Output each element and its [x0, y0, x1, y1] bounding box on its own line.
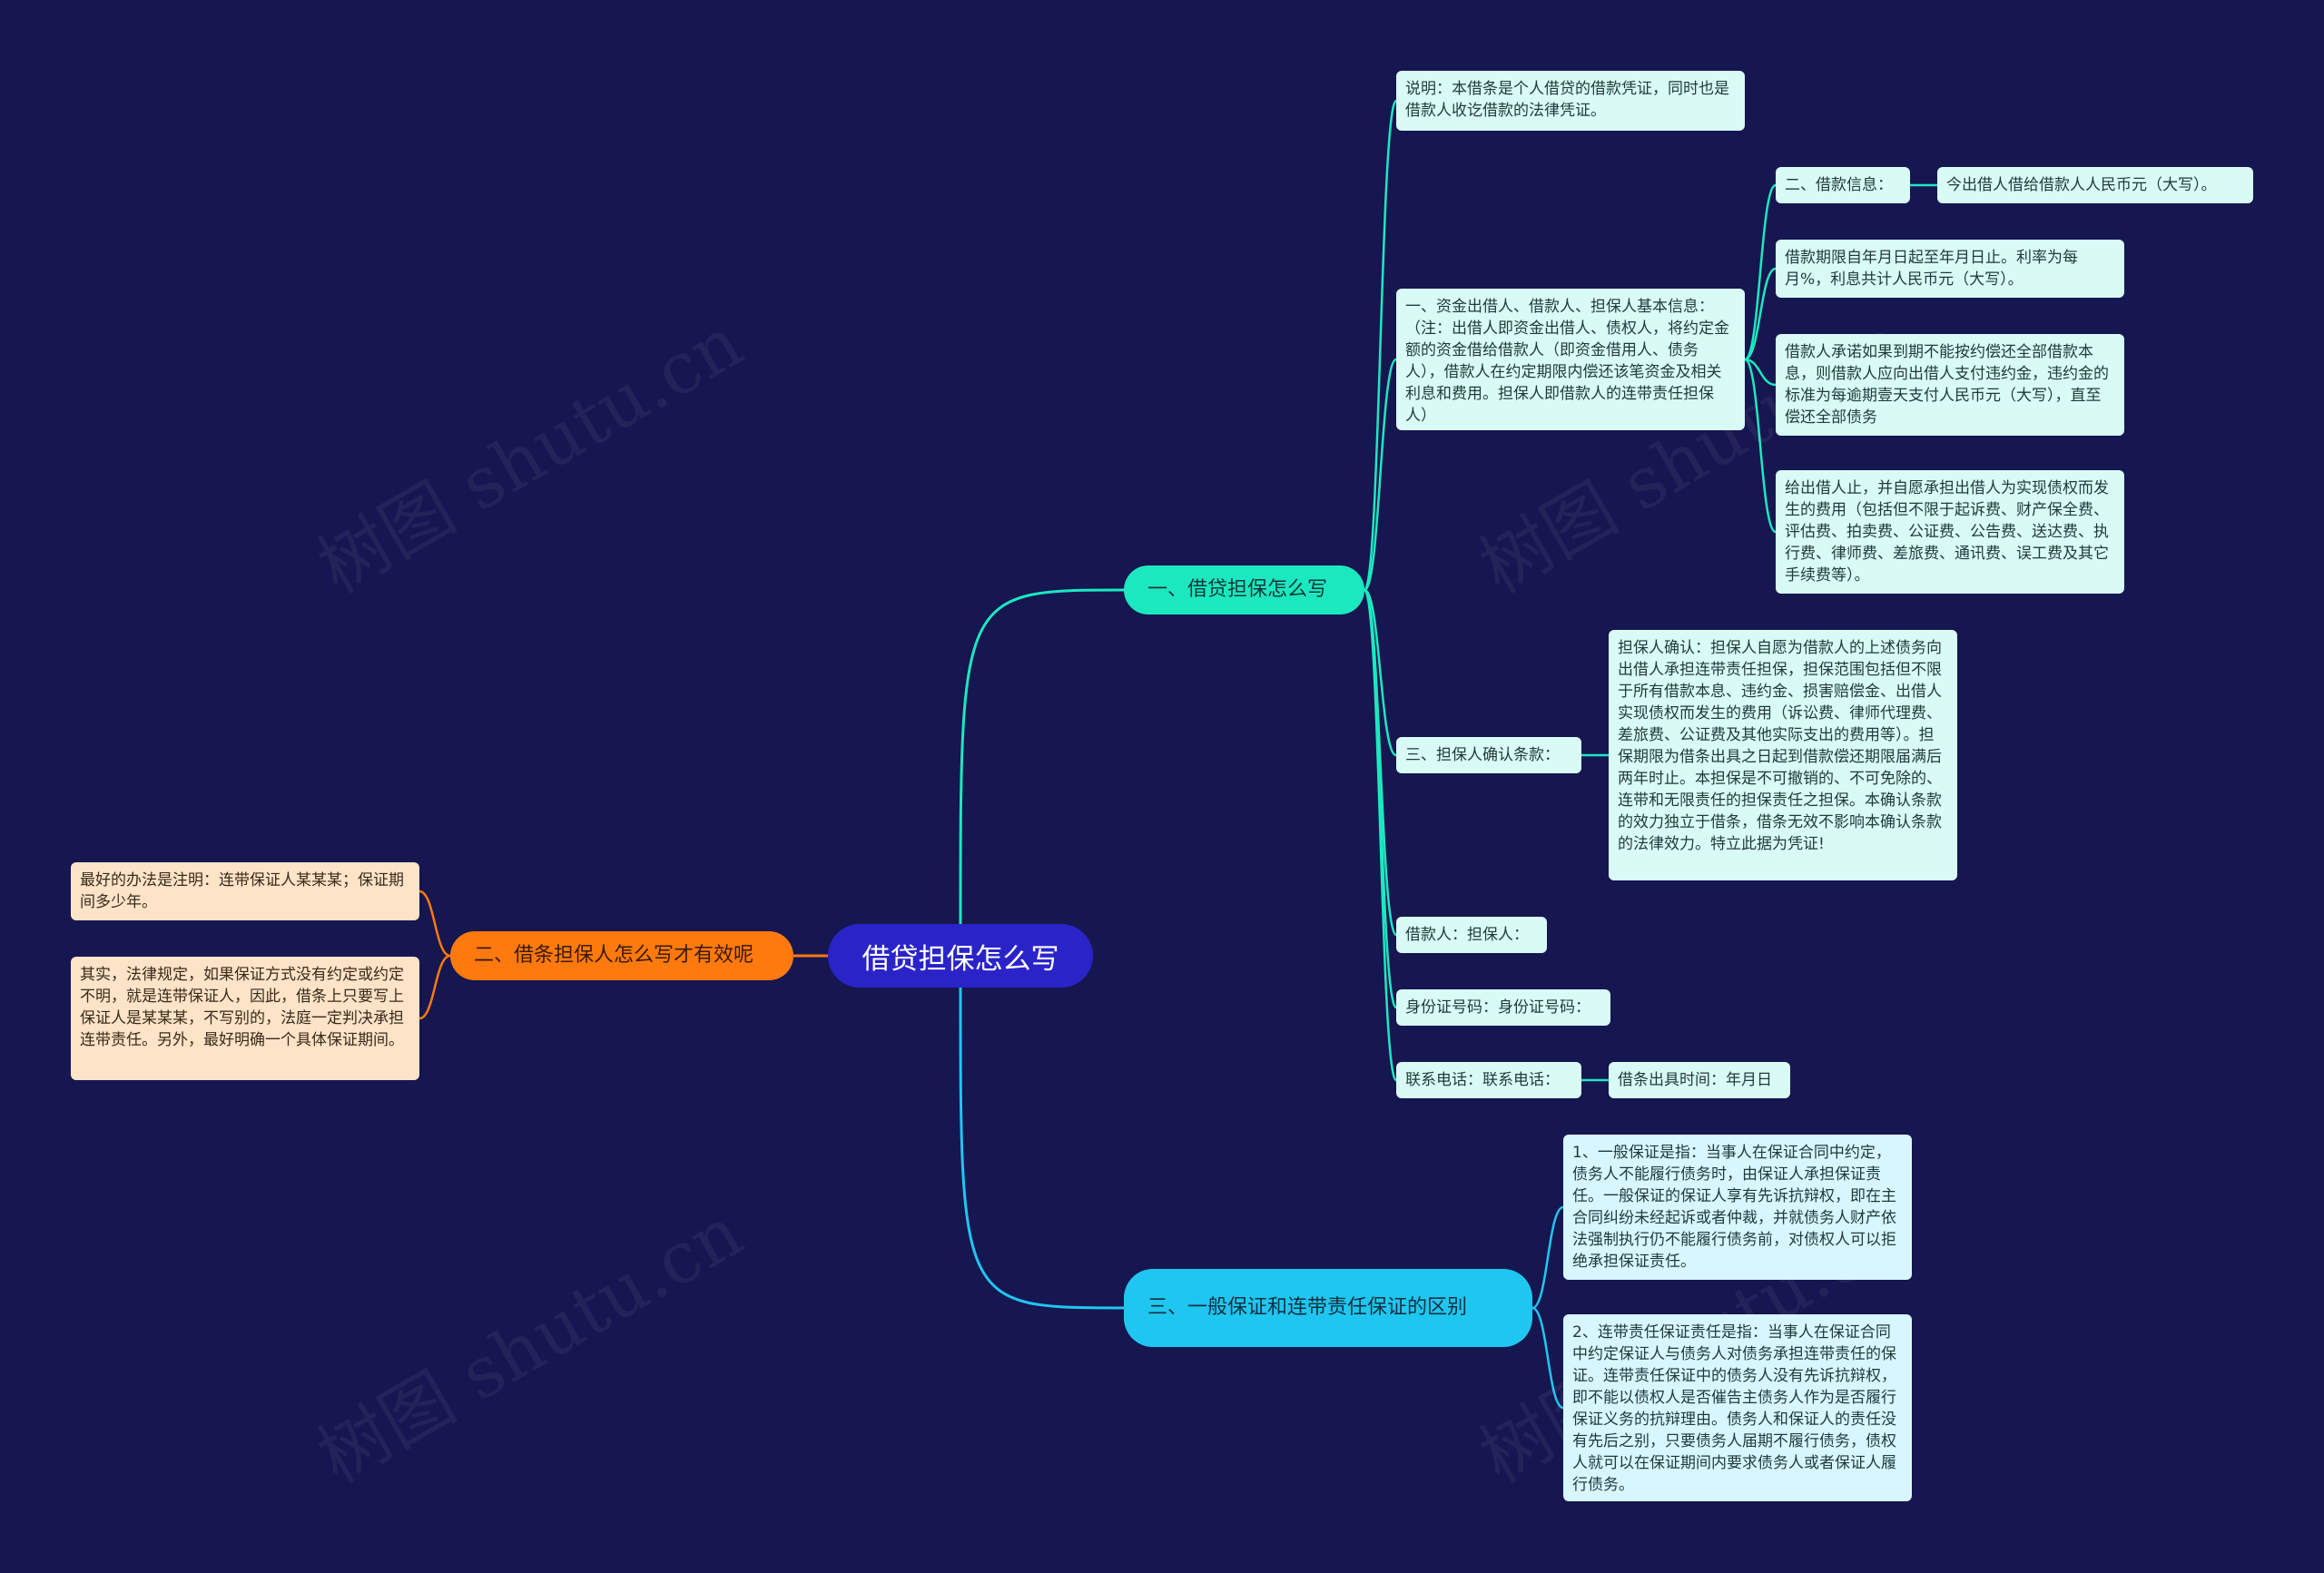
leaf-general-guarantee[interactable]: 1、一般保证是指：当事人在保证合同中约定，债务人不能履行债务时，由保证人承担保证…: [1563, 1135, 1912, 1280]
leaf-loan-info-label[interactable]: 二、借款信息：: [1776, 167, 1910, 203]
leaf-loan-amount[interactable]: 今出借人借给借款人人民币元（大写）。: [1937, 167, 2253, 203]
branch-guarantor-validity[interactable]: 二、借条担保人怎么写才有效呢: [450, 931, 793, 980]
connector-line: [1363, 99, 1398, 592]
branch-how-to-write[interactable]: 一、借贷担保怎么写: [1124, 565, 1364, 614]
connector-line: [1363, 358, 1398, 592]
leaf-note[interactable]: 说明：本借条是个人借贷的借款凭证，同时也是借款人收讫借款的法律凭证。: [1396, 71, 1745, 131]
root-topic[interactable]: 借贷担保怎么写: [828, 924, 1093, 988]
leaf-joint-guarantee[interactable]: 2、连带责任保证责任是指：当事人在保证合同中约定保证人与债务人对债务承担连带责任…: [1563, 1314, 1912, 1501]
leaf-guarantor-clause-label[interactable]: 三、担保人确认条款：: [1396, 737, 1581, 773]
connector-line: [1744, 267, 1777, 361]
connector-line: [959, 987, 1125, 1310]
connector-line: [1363, 588, 1398, 1009]
connector-line: [1363, 588, 1398, 1082]
leaf-id-numbers[interactable]: 身份证号码：身份证号码：: [1396, 989, 1610, 1026]
connector-line: [1743, 358, 1777, 534]
connector-line: [1531, 1306, 1564, 1410]
connector-line: [419, 890, 451, 958]
leaf-phones[interactable]: 联系电话：联系电话：: [1396, 1062, 1581, 1098]
leaf-guarantor-clause[interactable]: 担保人确认：担保人自愿为借款人的上述债务向出借人承担连带责任担保，担保范围包括但…: [1609, 630, 1957, 880]
branch-guarantee-difference[interactable]: 三、一般保证和连带责任保证的区别: [1124, 1269, 1532, 1347]
leaf-guarantor-law[interactable]: 其实，法律规定，如果保证方式没有约定或约定不明，就是连带保证人，因此，借条上只要…: [71, 957, 419, 1080]
connector-line: [1531, 1205, 1564, 1310]
leaf-loan-term[interactable]: 借款期限自年月日起至年月日止。利率为每月%，利息共计人民币元（大写）。: [1776, 240, 2124, 298]
connector-line: [1363, 588, 1398, 937]
connector-line: [1744, 183, 1777, 361]
connector-line: [1364, 588, 1397, 757]
connector-line: [1744, 358, 1777, 387]
leaf-guarantor-tip[interactable]: 最好的办法是注明：连带保证人某某某；保证期间多少年。: [71, 862, 419, 920]
connector-line: [419, 954, 451, 1020]
leaf-basic-info[interactable]: 一、资金出借人、借款人、担保人基本信息：（注：出借人即资金出借人、债权人，将约定…: [1396, 289, 1745, 430]
leaf-issue-date[interactable]: 借条出具时间：年月日: [1609, 1062, 1790, 1098]
leaf-signers[interactable]: 借款人：担保人：: [1396, 917, 1547, 953]
leaf-expenses[interactable]: 给出借人止，并自愿承担出借人为实现债权而发生的费用（包括但不限于起诉费、财产保全…: [1776, 470, 2124, 594]
connector-line: [959, 588, 1125, 925]
leaf-default-promise[interactable]: 借款人承诺如果到期不能按约偿还全部借款本息，则借款人应向出借人支付违约金，违约金…: [1776, 334, 2124, 436]
